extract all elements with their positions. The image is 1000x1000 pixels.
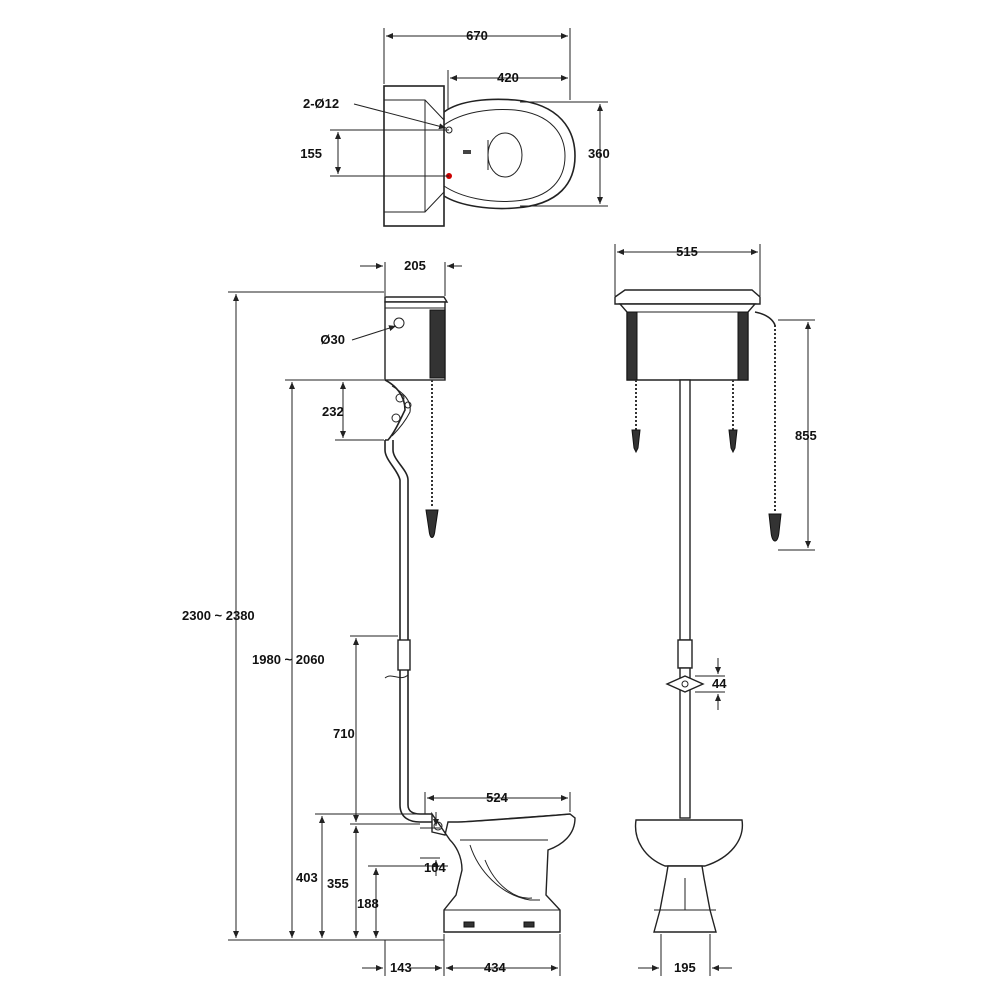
plan-view	[383, 85, 576, 227]
dim-outlet-center: 188	[357, 896, 379, 911]
dim-pipe-height: 710	[333, 726, 355, 741]
front-elevation	[614, 289, 782, 933]
dim-chain-length: 855	[795, 428, 817, 443]
dim-base-width: 195	[674, 960, 696, 975]
dim-pan-height: 403	[296, 870, 318, 885]
dim-total-height: 2300 ~ 2380	[182, 608, 255, 623]
dim-clip: 44	[712, 676, 727, 691]
dim-cistern-depth: 205	[404, 258, 426, 273]
dim-plan-hole-spacing: 155	[300, 146, 322, 161]
dim-cistern-height: 1980 ~ 2060	[252, 652, 325, 667]
dimension-labels: 670 420 2-Ø12 155 360 205 Ø30 232 2300 ~…	[182, 28, 817, 975]
side-elevation	[384, 296, 576, 933]
dim-plan-bowl: 420	[497, 70, 519, 85]
dim-button-dia: Ø30	[320, 332, 345, 347]
dim-bracket: 232	[322, 404, 344, 419]
dim-outlet-dia: 104	[424, 860, 446, 875]
dim-base-length: 434	[484, 960, 506, 975]
dim-wall-gap: 143	[390, 960, 412, 975]
dimension-lines	[228, 28, 815, 976]
dim-holes: 2-Ø12	[303, 96, 339, 111]
dim-cistern-width: 515	[676, 244, 698, 259]
dim-outlet-height: 355	[327, 876, 349, 891]
dim-pan-length: 524	[486, 790, 508, 805]
dim-plan-depth: 360	[588, 146, 610, 161]
dim-plan-width: 670	[466, 28, 488, 43]
